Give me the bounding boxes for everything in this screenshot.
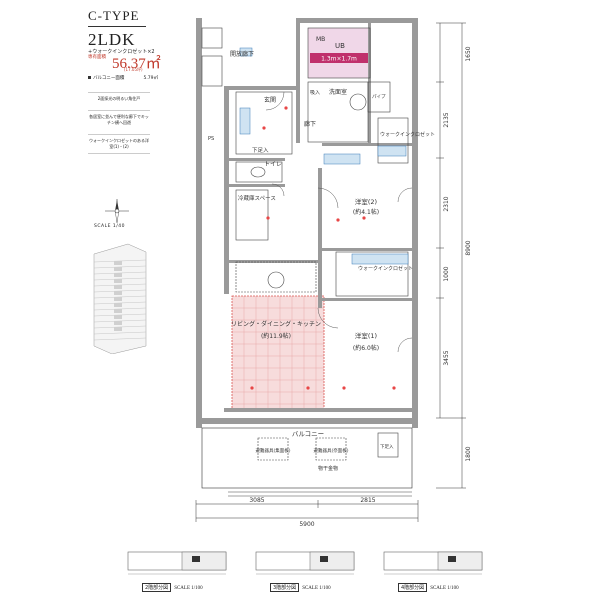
dim-right-1: 1650	[465, 46, 472, 61]
feature-1: 2面採光の明るい角住戸	[88, 92, 150, 105]
genkan-label: 玄関	[264, 96, 276, 104]
floor-plan: MB UB 1.3m×1.7m 開放廊下 玄関 洗面室 廊下 トイレ 下足入 冷…	[195, 18, 472, 528]
dim-right-5: 1000	[443, 266, 450, 281]
ldk-size: (約11.9帖)	[261, 332, 291, 340]
feature-3: ウォークインクロゼットのある洋室(1)・(2)	[88, 134, 150, 154]
reizoko-label: 冷蔵庫スペース	[238, 194, 276, 202]
kaihou-label: 開放廊下	[230, 50, 254, 58]
wic-mid-label: ウォークインクロゼット	[358, 265, 413, 272]
ps-label: PS	[208, 136, 214, 142]
ub-size-badge	[310, 53, 368, 63]
dim-right-3: 2310	[443, 196, 450, 211]
dim-right-4: 8900	[465, 240, 472, 255]
dim-right-2: 2135	[443, 112, 450, 127]
yoshitsu1-label: 洋室(1)	[355, 331, 377, 340]
dim-bottom-2: 2815	[360, 497, 375, 504]
pipe-label: パイプ	[372, 94, 386, 100]
type-divider	[88, 26, 146, 27]
balcony-area: バルコニー面積 5.79㎡	[88, 75, 158, 81]
toilet-label: トイレ	[264, 161, 282, 168]
kou-label: 吸入	[310, 90, 320, 96]
dim-bottom-1: 3085	[249, 497, 264, 504]
partial-floor-3-diagram	[255, 551, 355, 575]
balcony-area-value: 5.79㎡	[143, 76, 158, 81]
feature-2: 各居室に並んで便利な廊下でキッチン横へ回遊	[88, 110, 150, 129]
dim-right-7: 1800	[465, 446, 472, 461]
dim-bottom-total: 5900	[299, 521, 314, 528]
outer-wall-bottom	[196, 418, 418, 424]
hinan1-label: 避難器具(集面板)	[255, 447, 290, 454]
geta-label: 下足入	[252, 147, 269, 154]
ub-size: 1.3m×1.7m	[321, 56, 357, 63]
yoshitsu2-label: 洋室(2)	[355, 197, 377, 206]
outer-wall-right	[412, 18, 418, 428]
yoshitsu2-size: (約4.1帖)	[353, 208, 379, 216]
hinan2-label: 避難器具(奈面板)	[313, 447, 348, 454]
ub-label: UB	[335, 42, 345, 50]
compass-icon	[105, 199, 129, 223]
yoshitsu1-size: (約6.0帖)	[353, 344, 379, 352]
scale-label: SCALE 1/40	[94, 224, 125, 229]
souko-label: 下足入	[380, 444, 394, 450]
partial-floor-2-diagram	[127, 551, 227, 575]
balcony-label: バルコニー	[292, 430, 324, 438]
area-label: 専有面積	[88, 55, 106, 60]
monohoshi-label: 物干金物	[318, 465, 338, 472]
rouka-label: 廊下	[304, 120, 316, 128]
wic-top-label: ウォークインクロゼット	[380, 131, 435, 138]
area-tsubo: (17.05坪)	[124, 67, 143, 72]
area-value: 56.37㎡	[112, 56, 161, 72]
ldk-floor-fill	[232, 296, 324, 410]
partial-floor-4-diagram	[383, 551, 483, 575]
layout-subtitle: +ウォークインクロゼット×2	[88, 49, 155, 55]
dim-right-6: 3455	[443, 350, 450, 365]
mb-label: MB	[316, 36, 325, 43]
balcony-area-label: バルコニー面積	[88, 75, 124, 81]
type-label: C-TYPE	[88, 8, 140, 23]
bullet-icon	[88, 76, 91, 79]
outer-wall-left	[196, 18, 202, 428]
senmen-label: 洗面室	[329, 88, 347, 96]
building-icon	[93, 243, 147, 354]
ldk-label: リビング・ダイニング・キッチン	[231, 320, 321, 328]
layout-title: 2LDK	[88, 30, 136, 49]
